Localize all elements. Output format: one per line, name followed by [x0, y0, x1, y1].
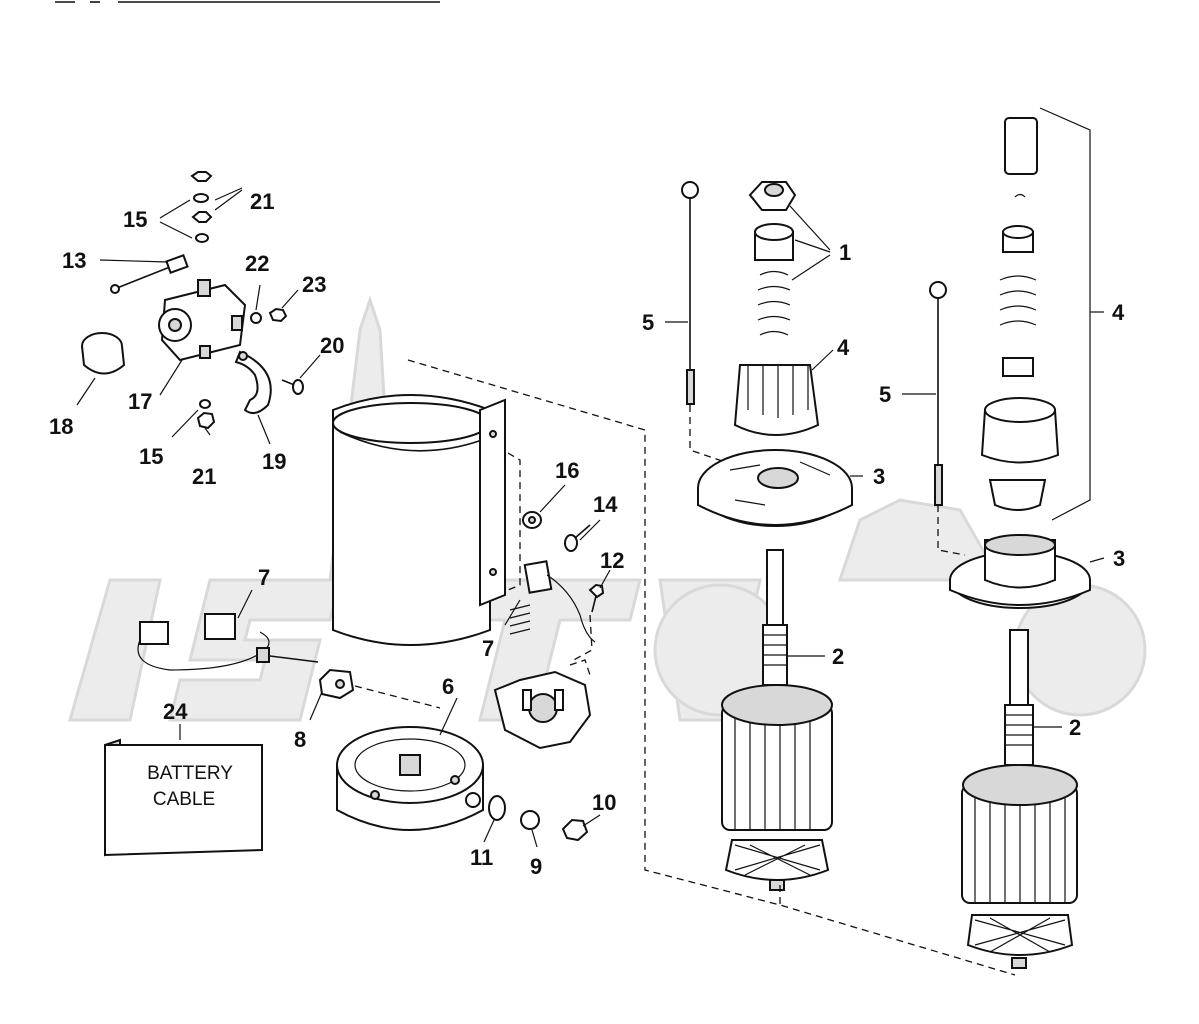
terminal-nut [561, 818, 589, 842]
callout-11: 11 [470, 845, 493, 870]
drive-stack-right [980, 117, 1060, 511]
callout-23: 23 [302, 272, 326, 297]
callout-21-bottom: 21 [192, 464, 216, 489]
brush-holder-parts [509, 560, 605, 643]
callout-7-right: 7 [482, 636, 494, 661]
lock-washer [250, 312, 262, 324]
rubber-boot [81, 332, 126, 375]
box-label-line1: BATTERY [147, 763, 233, 784]
hex-nut [268, 307, 288, 323]
callout-2-left: 2 [832, 644, 844, 669]
callout-4-right: 4 [1112, 300, 1125, 325]
solenoid-assembly [81, 171, 304, 430]
group-bracket [1039, 107, 1091, 521]
lower-nut [196, 411, 216, 430]
callout-5-right: 5 [879, 382, 891, 407]
callout-16: 16 [555, 458, 579, 483]
nut-stack [190, 171, 213, 243]
drive-end-cap-left [697, 449, 853, 527]
assembly-guide-lines [354, 359, 1016, 976]
callout-12: 12 [600, 548, 624, 573]
callout-5-left: 5 [642, 310, 654, 335]
commutator-end-cap [336, 726, 484, 831]
thru-bolt-long-right [929, 281, 947, 506]
brush-set [137, 613, 319, 671]
callout-19: 19 [262, 449, 286, 474]
armature-left [721, 549, 833, 891]
callout-17: 17 [128, 389, 152, 414]
callout-8: 8 [294, 727, 306, 752]
box-label-line2: CABLE [153, 789, 215, 810]
insulator-washer [522, 511, 542, 529]
drive-end-cap-right [949, 534, 1091, 609]
thru-bolt-long-left [681, 181, 699, 405]
callout-20: 20 [320, 333, 344, 358]
callout-24: 24 [163, 699, 188, 724]
callout-14: 14 [593, 492, 618, 517]
callout-9: 9 [530, 854, 542, 879]
callout-21-top: 21 [250, 189, 274, 214]
callout-4-left: 4 [837, 335, 850, 360]
callout-10: 10 [592, 790, 616, 815]
callout-1: 1 [839, 240, 851, 265]
callout-13: 13 [62, 248, 86, 273]
callout-2-right: 2 [1069, 715, 1081, 740]
flat-washer [520, 810, 540, 830]
callout-15-top: 15 [123, 207, 147, 232]
callout-15-bottom: 15 [139, 444, 163, 469]
callout-labels: 21 15 13 22 23 20 17 18 15 21 19 1 5 4 3… [49, 189, 1125, 879]
battery-cable-box: BATTERY CABLE [104, 738, 263, 857]
callout-3-right: 3 [1113, 546, 1125, 571]
lower-washer [199, 399, 211, 409]
leader-lines [76, 187, 1105, 848]
solenoid-body [158, 279, 247, 362]
mounting-bracket [234, 350, 272, 415]
brush-plate [493, 670, 592, 750]
armature-right [961, 629, 1078, 969]
callout-22: 22 [245, 251, 269, 276]
drive-stack-left [733, 181, 820, 436]
terminal-block [318, 668, 355, 700]
thru-bolt-short [564, 524, 591, 552]
screw [281, 379, 304, 395]
callout-3-left: 3 [873, 464, 885, 489]
callout-18: 18 [49, 414, 73, 439]
insulating-washer [488, 795, 506, 821]
frame-housing [332, 394, 506, 646]
callout-7-left: 7 [258, 565, 270, 590]
callout-6: 6 [442, 674, 454, 699]
terminal-stud [110, 254, 189, 294]
